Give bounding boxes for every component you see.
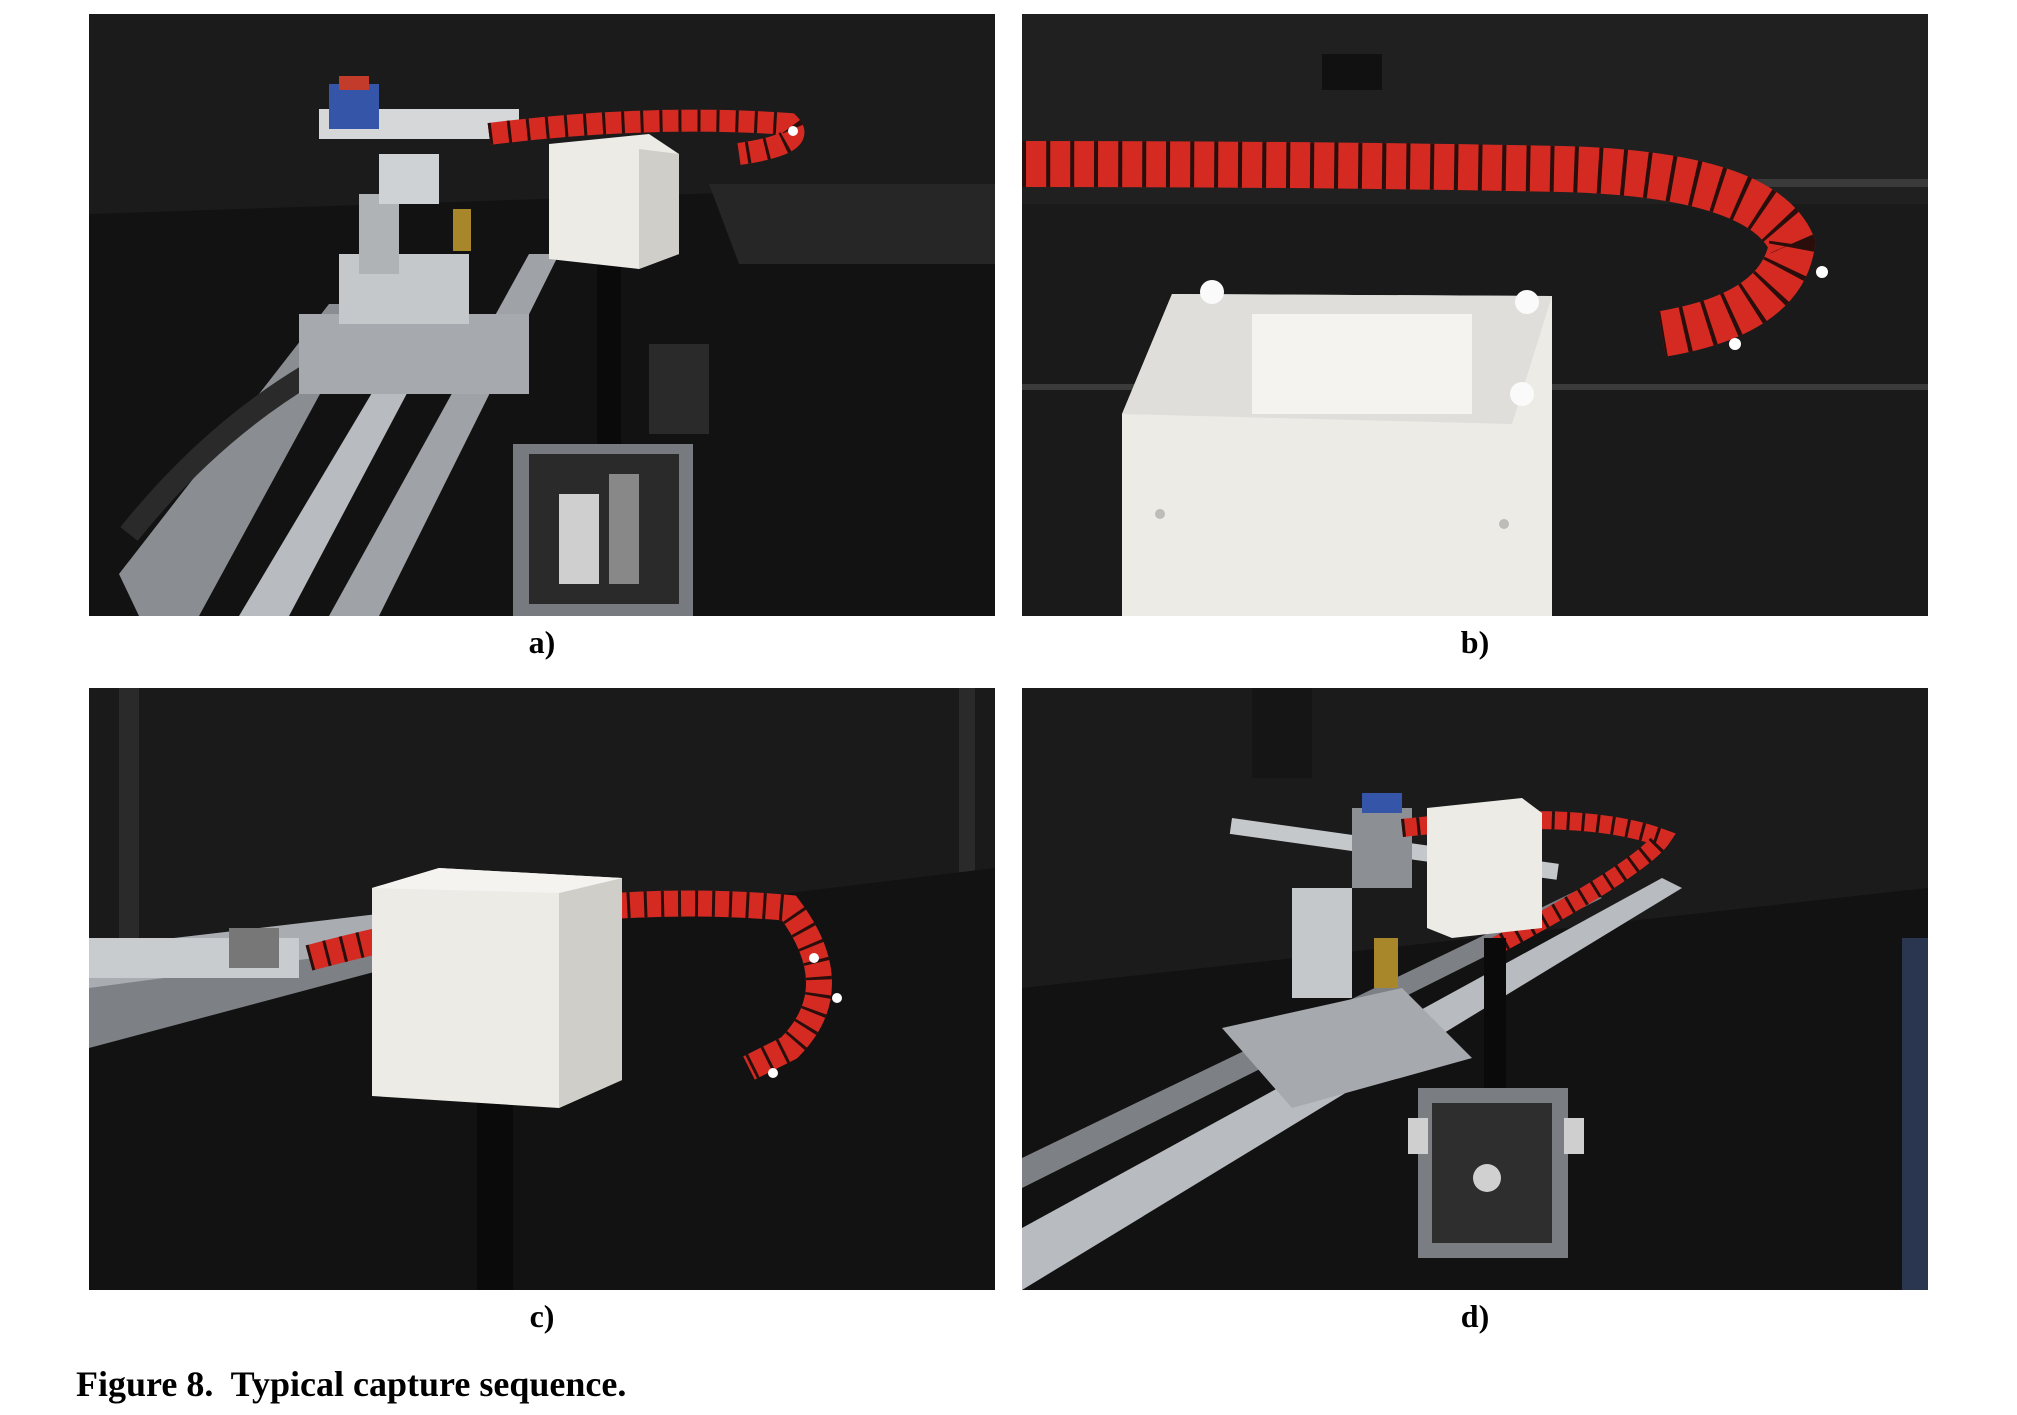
panel-label-d: d) [1460, 1298, 1490, 1334]
panel-label-c: c) [529, 1298, 555, 1334]
photo-panel-d [1022, 688, 1928, 1290]
figure-caption: Figure 8. Typical capture sequence. [76, 1364, 627, 1404]
photo-panel-a [89, 14, 995, 616]
panel-label-a: a) [528, 624, 556, 660]
panel-label-b: b) [1460, 624, 1490, 660]
photo-panel-b [1022, 14, 1928, 616]
photo-panel-c [89, 688, 995, 1290]
